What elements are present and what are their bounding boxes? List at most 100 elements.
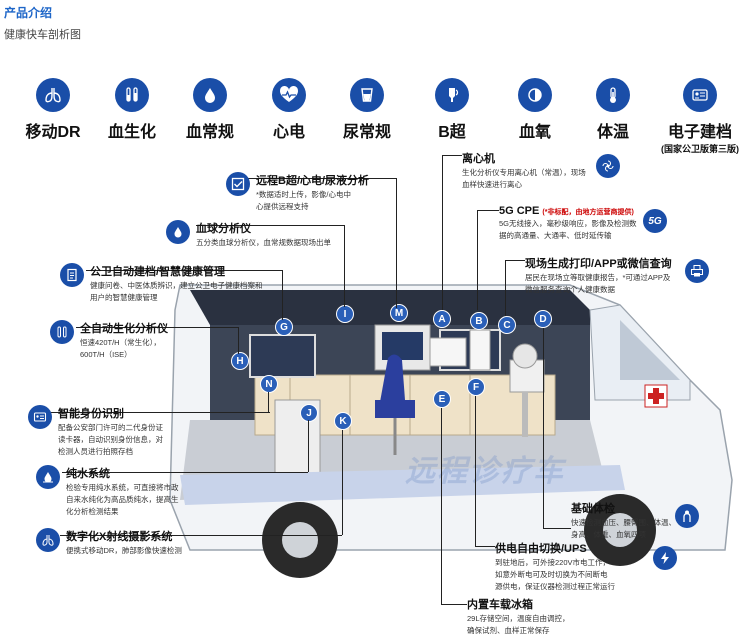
van-cutaway-illustration	[150, 250, 740, 620]
feature-sublabel: (国家公卫版第三版)	[661, 144, 739, 154]
lightning-icon	[653, 546, 677, 570]
callout-desc: 5G无线接入，毫秒级响应，影像及检测数	[499, 219, 637, 228]
water-drop-icon	[36, 465, 60, 489]
callout-desc: 健康问卷、中医体质辨识，建立公卫电子健康档案和	[90, 281, 263, 290]
callout-title: 血球分析仪	[196, 223, 251, 235]
feature-blood: 血常规	[168, 78, 252, 142]
feature-biochem: 血生化	[90, 78, 174, 142]
callout-desc: 到驻地后，可外接220V市电工作，	[495, 558, 611, 567]
feature-label: 血常规	[185, 124, 234, 141]
callout-title: 基础体检	[571, 503, 615, 515]
thermometer-icon	[596, 78, 630, 112]
callout-desc: 化分析检测结果	[66, 507, 119, 516]
callout-desc: 心提供远程支持	[256, 202, 309, 211]
test-tubes-icon	[115, 78, 149, 112]
callout-identity: 智能身份识别 配备公安部门许可的二代身份证 读卡器，自动识别身份信息，对 检测人…	[28, 405, 163, 457]
blood-drop-icon	[166, 220, 190, 244]
callout-print-query: 现场生成打印/APP或微信查询 居民在现场立等取健康报告，*可通过APP及 微信…	[525, 255, 709, 295]
callout-title: 远程B超/心电/尿液分析	[256, 175, 370, 187]
callout-title: 供电自由切换/UPS	[495, 543, 587, 555]
5g-icon: 5G	[643, 209, 667, 233]
callout-desc: 血样快速进行离心	[462, 180, 522, 189]
feature-oxygen: 血氧	[493, 78, 577, 142]
marker-f: F	[467, 378, 485, 396]
marker-m: M	[390, 304, 408, 322]
callout-5g-cpe: 5G CPE (*非标配，由地方运营商提供) 5G无线接入，毫秒级响应，影像及检…	[499, 205, 667, 241]
callout-desc: 检验专用纯水系统，可直接将市政	[66, 483, 179, 492]
feature-records: 电子建档 (国家公卫版第三版)	[650, 78, 750, 155]
header-title: 产品介绍	[4, 6, 53, 20]
callout-title: 纯水系统	[66, 468, 110, 480]
marker-b: B	[470, 312, 488, 330]
feature-temperature: 体温	[571, 78, 655, 142]
callout-title: 5G CPE (*非标配，由地方运营商提供)	[499, 205, 637, 217]
callout-desc: 确保试剂、血样正常保存	[467, 626, 550, 635]
feature-ecg: 心电	[247, 78, 331, 142]
marker-k: K	[334, 412, 352, 430]
callout-desc: 居民在现场立等取健康报告，*可通过APP及	[525, 273, 671, 282]
feature-label: 尿常规	[342, 124, 391, 141]
callout-desc: 身高、体重、血氧四项	[571, 530, 646, 539]
callout-desc: 如意外断电可及时切换为不间断电	[495, 570, 608, 579]
watermark: 远程诊疗车	[405, 455, 565, 488]
feature-label: 心电	[272, 124, 305, 141]
checkbox-icon	[226, 172, 250, 196]
marker-n: N	[260, 375, 278, 393]
callout-health-records: 公卫自动建档/智慧健康管理 健康问卷、中医体质辨识，建立公卫电子健康档案和 用户…	[60, 263, 263, 303]
callout-desc: 自来水纯化为高品质纯水，提高生	[66, 495, 179, 504]
callout-title: 数字化X射线摄影系统	[66, 531, 173, 543]
heartbeat-icon	[272, 78, 306, 112]
feature-label: 移动DR	[25, 124, 81, 141]
marker-h: H	[231, 352, 249, 370]
callout-fridge: 内置车载冰箱 29L存储空间，温度自由调控， 确保试剂、血样正常保存	[467, 596, 570, 636]
marker-a: A	[433, 310, 451, 328]
callout-basic-checkup: 基础体检 快速检测血压、腰臀围、体温、 身高、体重、血氧四项	[571, 500, 699, 540]
oxygen-icon	[518, 78, 552, 112]
callout-desc: 29L存储空间，温度自由调控，	[467, 614, 570, 623]
callout-desc: *数据适时上传，影像/心电中	[256, 190, 352, 199]
callout-desc: 生化分析仪专用离心机（常温），现场	[462, 168, 586, 177]
cpe-title: 5G CPE	[499, 205, 540, 217]
feature-urine: 尿常规	[325, 78, 409, 142]
lungs-icon	[36, 528, 60, 552]
callout-desc: 微信服务查询个人健康数据	[525, 285, 615, 294]
lungs-icon	[36, 78, 70, 112]
feature-label: 电子建档	[667, 124, 732, 141]
callout-desc: 配备公安部门许可的二代身份证	[58, 423, 163, 432]
feature-label: B超	[438, 124, 466, 141]
callout-title: 智能身份识别	[58, 408, 124, 420]
callout-biochem-analyzer: 全自动生化分析仪 恒速420T/H（常生化）， 600T/H（ISE）	[50, 320, 168, 360]
document-icon	[60, 263, 84, 287]
callout-remote-analysis: 远程B超/心电/尿液分析 *数据适时上传，影像/心电中 心提供远程支持	[226, 172, 369, 212]
callout-desc: 用户的智慧健康管理	[90, 293, 158, 302]
callout-title: 离心机	[462, 153, 495, 165]
callout-centrifuge: 离心机 生化分析仪专用离心机（常温），现场 血样快速进行离心	[462, 150, 620, 190]
id-card-icon	[683, 78, 717, 112]
urine-cup-icon	[350, 78, 384, 112]
callout-title: 全自动生化分析仪	[80, 323, 168, 335]
callout-desc: 便携式移动DR，肺部影像快速检测	[66, 546, 182, 555]
test-tubes-icon	[50, 320, 74, 344]
feature-ultrasound: B超	[410, 78, 494, 142]
callout-desc: 快速检测血压、腰臀围、体温、	[571, 518, 676, 527]
feature-label: 血生化	[107, 124, 156, 141]
callout-blood-analyzer: 血球分析仪 五分类血球分析仪，血常规数据现场出单	[166, 220, 331, 248]
id-card-icon	[28, 405, 52, 429]
callout-desc: 恒速420T/H（常生化），	[80, 338, 161, 347]
marker-i: I	[336, 305, 354, 323]
callout-desc: 检测人员进行拍照存档	[58, 447, 133, 456]
callout-title: 现场生成打印/APP或微信查询	[525, 258, 672, 270]
feature-label: 血氧	[518, 124, 551, 141]
callout-desc: 600T/H（ISE）	[80, 350, 132, 359]
callout-power-ups: 供电自由切换/UPS 到驻地后，可外接220V市电工作， 如意外断电可及时切换为…	[495, 540, 677, 592]
marker-j: J	[300, 404, 318, 422]
callout-water: 纯水系统 检验专用纯水系统，可直接将市政 自来水纯化为高品质纯水，提高生 化分析…	[36, 465, 179, 517]
marker-d: D	[534, 310, 552, 328]
callout-desc: 读卡器，自动识别身份信息，对	[58, 435, 163, 444]
feature-label: 体温	[596, 124, 629, 141]
person-icon	[675, 504, 699, 528]
callout-title: 公卫自动建档/智慧健康管理	[90, 266, 226, 278]
marker-e: E	[433, 390, 451, 408]
callout-desc: 五分类血球分析仪，血常规数据现场出单	[196, 238, 331, 247]
ultrasound-probe-icon	[435, 78, 469, 112]
